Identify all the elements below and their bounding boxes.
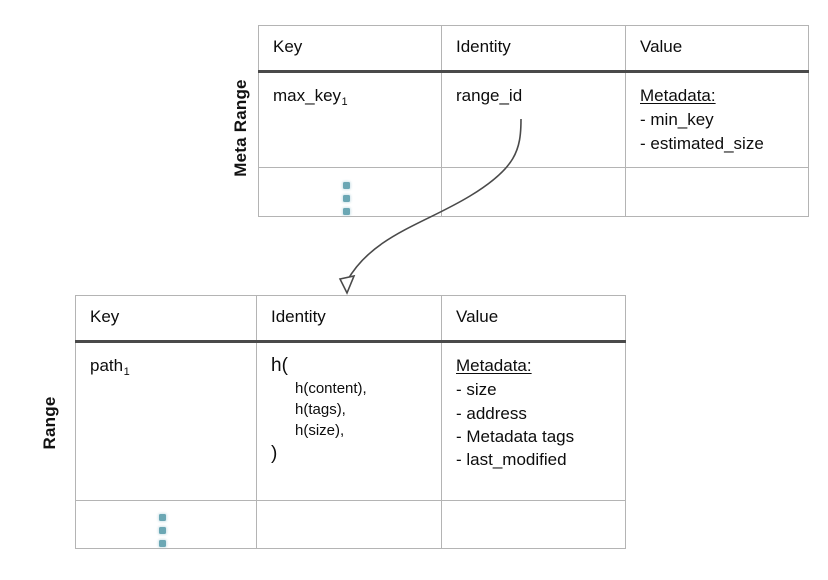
list-item: - Metadata tags bbox=[456, 426, 575, 446]
range-header-key-label: Key bbox=[90, 307, 120, 326]
range-header-identity-label: Identity bbox=[271, 307, 326, 326]
meta-range-ellipsis-cell-key bbox=[258, 167, 442, 217]
range-cell-value: Metadata: - size - address - Metadata ta… bbox=[441, 341, 626, 501]
meta-range-table: Key Identity Value max_key1 range_id bbox=[258, 25, 809, 217]
meta-range-metadata-list: - min_key - estimated_size bbox=[640, 108, 794, 154]
range-metadata-list: - size - address - Metadata tags - last_… bbox=[456, 378, 611, 470]
meta-range-cell-value: Metadata: - min_key - estimated_size bbox=[625, 71, 809, 168]
meta-range-data-row: max_key1 range_id Metadata: - min_key - … bbox=[258, 71, 809, 168]
list-item: - estimated_size bbox=[640, 133, 764, 153]
meta-range-ellipsis-row bbox=[258, 167, 809, 217]
range-side-label: Range bbox=[40, 396, 59, 450]
range-ellipsis-cell-key bbox=[75, 500, 257, 549]
range-metadata-block: Metadata: - size - address - Metadata ta… bbox=[442, 343, 625, 481]
range-cell-key: path1 bbox=[75, 341, 257, 501]
hash-arg: h(content), bbox=[295, 379, 367, 397]
range-header-identity: Identity bbox=[256, 295, 442, 343]
hash-open-paren: h( bbox=[271, 355, 288, 376]
list-item: - address bbox=[456, 403, 527, 423]
meta-range-cell-identity: range_id bbox=[441, 71, 626, 168]
meta-range-key-text: max_key bbox=[273, 86, 342, 105]
list-item: - min_key bbox=[640, 110, 714, 130]
hash-close-paren: ) bbox=[271, 442, 278, 464]
range-data-row: path1 h( h(content), h(tags), h(size), )… bbox=[75, 341, 626, 501]
meta-range-header-value-label: Value bbox=[640, 37, 683, 56]
range-table: Key Identity Value path1 h( bbox=[75, 295, 626, 549]
range-cell-identity: h( h(content), h(tags), h(size), ) bbox=[256, 341, 442, 501]
meta-range-cell-key: max_key1 bbox=[258, 71, 442, 168]
meta-range-metadata-title: Metadata: bbox=[640, 86, 716, 105]
range-header-value-label: Value bbox=[456, 307, 499, 326]
range-identity-hash-block: h( h(content), h(tags), h(size), ) bbox=[257, 343, 441, 475]
arrowhead-icon bbox=[338, 274, 356, 295]
range-metadata-title: Metadata: bbox=[456, 356, 532, 375]
range-key-subscript: 1 bbox=[123, 366, 130, 378]
meta-range-ellipsis-cell-identity bbox=[441, 167, 626, 217]
meta-range-header-key: Key bbox=[258, 25, 442, 73]
meta-range-identity-value: range_id bbox=[456, 86, 523, 105]
range-header-row: Key Identity Value bbox=[75, 295, 626, 343]
meta-range-header-value: Value bbox=[625, 25, 809, 73]
range-ellipsis-cell-value bbox=[441, 500, 626, 549]
list-item: - last_modified bbox=[456, 449, 567, 469]
range-header-value: Value bbox=[441, 295, 626, 343]
meta-range-key-subscript: 1 bbox=[341, 96, 348, 108]
meta-range-metadata-block: Metadata: - min_key - estimated_size bbox=[626, 73, 808, 165]
range-key-text: path bbox=[90, 356, 124, 375]
range-header-key: Key bbox=[75, 295, 257, 343]
meta-range-header-identity: Identity bbox=[441, 25, 626, 73]
vertical-ellipsis-icon bbox=[343, 182, 350, 215]
meta-range-ellipsis-cell-value bbox=[625, 167, 809, 217]
vertical-ellipsis-icon bbox=[159, 514, 166, 547]
meta-range-header-key-label: Key bbox=[273, 37, 303, 56]
range-key-value: path1 bbox=[76, 343, 256, 387]
range-ellipsis-cell-identity bbox=[256, 500, 442, 549]
meta-range-side-label: Meta Range bbox=[231, 79, 250, 177]
range-ellipsis-row bbox=[75, 500, 626, 549]
meta-range-header-row: Key Identity Value bbox=[258, 25, 809, 73]
meta-range-key-value: max_key1 bbox=[259, 73, 441, 117]
list-item: - size bbox=[456, 380, 497, 400]
meta-range-header-identity-label: Identity bbox=[456, 37, 511, 56]
hash-arg: h(tags), bbox=[295, 401, 346, 419]
hash-arg: h(size), bbox=[295, 422, 345, 440]
